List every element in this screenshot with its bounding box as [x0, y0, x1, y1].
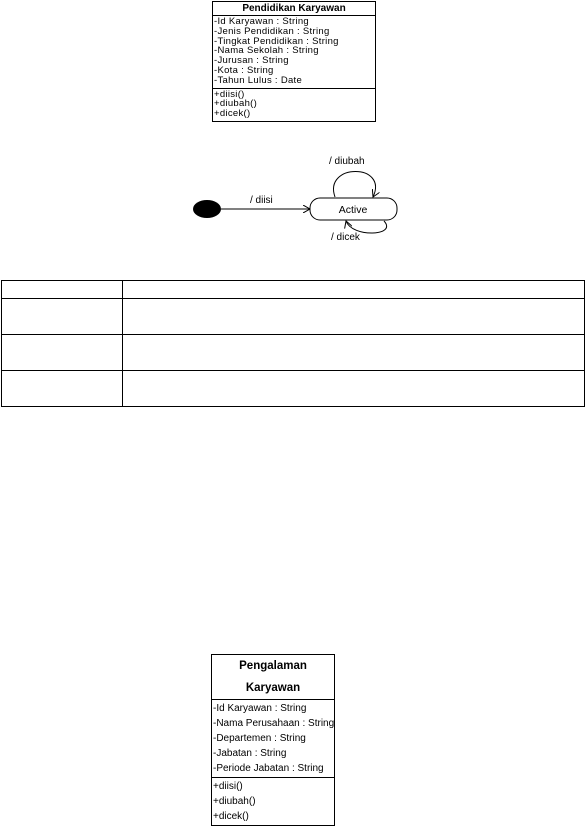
class-title: Pengalaman Karyawan — [212, 655, 334, 700]
table-cell — [1, 280, 123, 299]
table-cell — [1, 370, 123, 407]
state-diagram: / diisi Active / diubah / dicek — [193, 156, 398, 243]
table-cell — [122, 298, 585, 335]
operations-section: +diisi() +diubah() +dicek() — [212, 777, 334, 825]
operation-diisi: +diisi() — [214, 88, 245, 100]
attribute-jenis-pendidikan: -Jenis Pendidikan : String — [214, 25, 330, 37]
operation-dicek: +dicek() — [213, 811, 249, 822]
attribute-departemen: -Departemen : String — [213, 733, 306, 744]
operation-diubah: +diubah() — [213, 796, 256, 807]
state-table — [1, 280, 585, 407]
operations-section: +diisi() +diubah() +dicek() — [213, 87, 375, 121]
operation-diubah: +diubah() — [214, 98, 258, 110]
state-active-label: Active — [339, 204, 368, 216]
attribute-id-karyawan: -Id Karyawan : String — [214, 16, 310, 27]
transition-top-label: / diubah — [329, 156, 365, 167]
attribute-periode-jabatan: -Periode Jabatan : String — [213, 763, 324, 774]
table-cell — [1, 298, 123, 335]
table-header-row — [1, 280, 585, 299]
class-pendidikan-karyawan: Pendidikan Karyawan -Id Karyawan : Strin… — [212, 1, 376, 122]
table-cell — [122, 334, 585, 371]
table-cell — [122, 370, 585, 407]
state-active — [309, 197, 398, 221]
self-transition-bottom-arrow — [346, 221, 388, 234]
attribute-jurusan: -Jurusan : String — [214, 55, 289, 67]
table-row — [1, 334, 585, 371]
table-cell — [1, 334, 123, 371]
attribute-tingkat-pendidikan: -Tingkat Pendidikan : String — [214, 35, 339, 47]
attribute-id-karyawan: -Id Karyawan : String — [213, 703, 307, 714]
class-pengalaman-karyawan: Pengalaman Karyawan -Id Karyawan : Strin… — [211, 654, 335, 826]
operation-diisi: +diisi() — [213, 781, 243, 792]
attribute-kota: -Kota : String — [214, 64, 274, 76]
initial-state-node — [193, 200, 221, 218]
transition-initial-label: / diisi — [250, 195, 273, 206]
attributes-section: -Id Karyawan : String -Jenis Pendidikan … — [213, 16, 375, 88]
table-cell — [122, 280, 585, 299]
attribute-jabatan: -Jabatan : String — [213, 748, 287, 759]
attribute-nama-sekolah: -Nama Sekolah : String — [214, 45, 319, 57]
self-transition-top-arrow — [333, 171, 376, 198]
table-row — [1, 370, 585, 407]
transition-bottom-label: / dicek — [331, 232, 361, 243]
operation-dicek: +dicek() — [214, 108, 251, 120]
attribute-tahun-lulus: -Tahun Lulus : Date — [214, 74, 303, 86]
attribute-nama-perusahaan: -Nama Perusahaan : String — [213, 718, 335, 729]
class-title: Pendidikan Karyawan — [213, 2, 375, 16]
table-row — [1, 298, 585, 335]
attributes-section: -Id Karyawan : String -Nama Perusahaan :… — [212, 700, 334, 777]
